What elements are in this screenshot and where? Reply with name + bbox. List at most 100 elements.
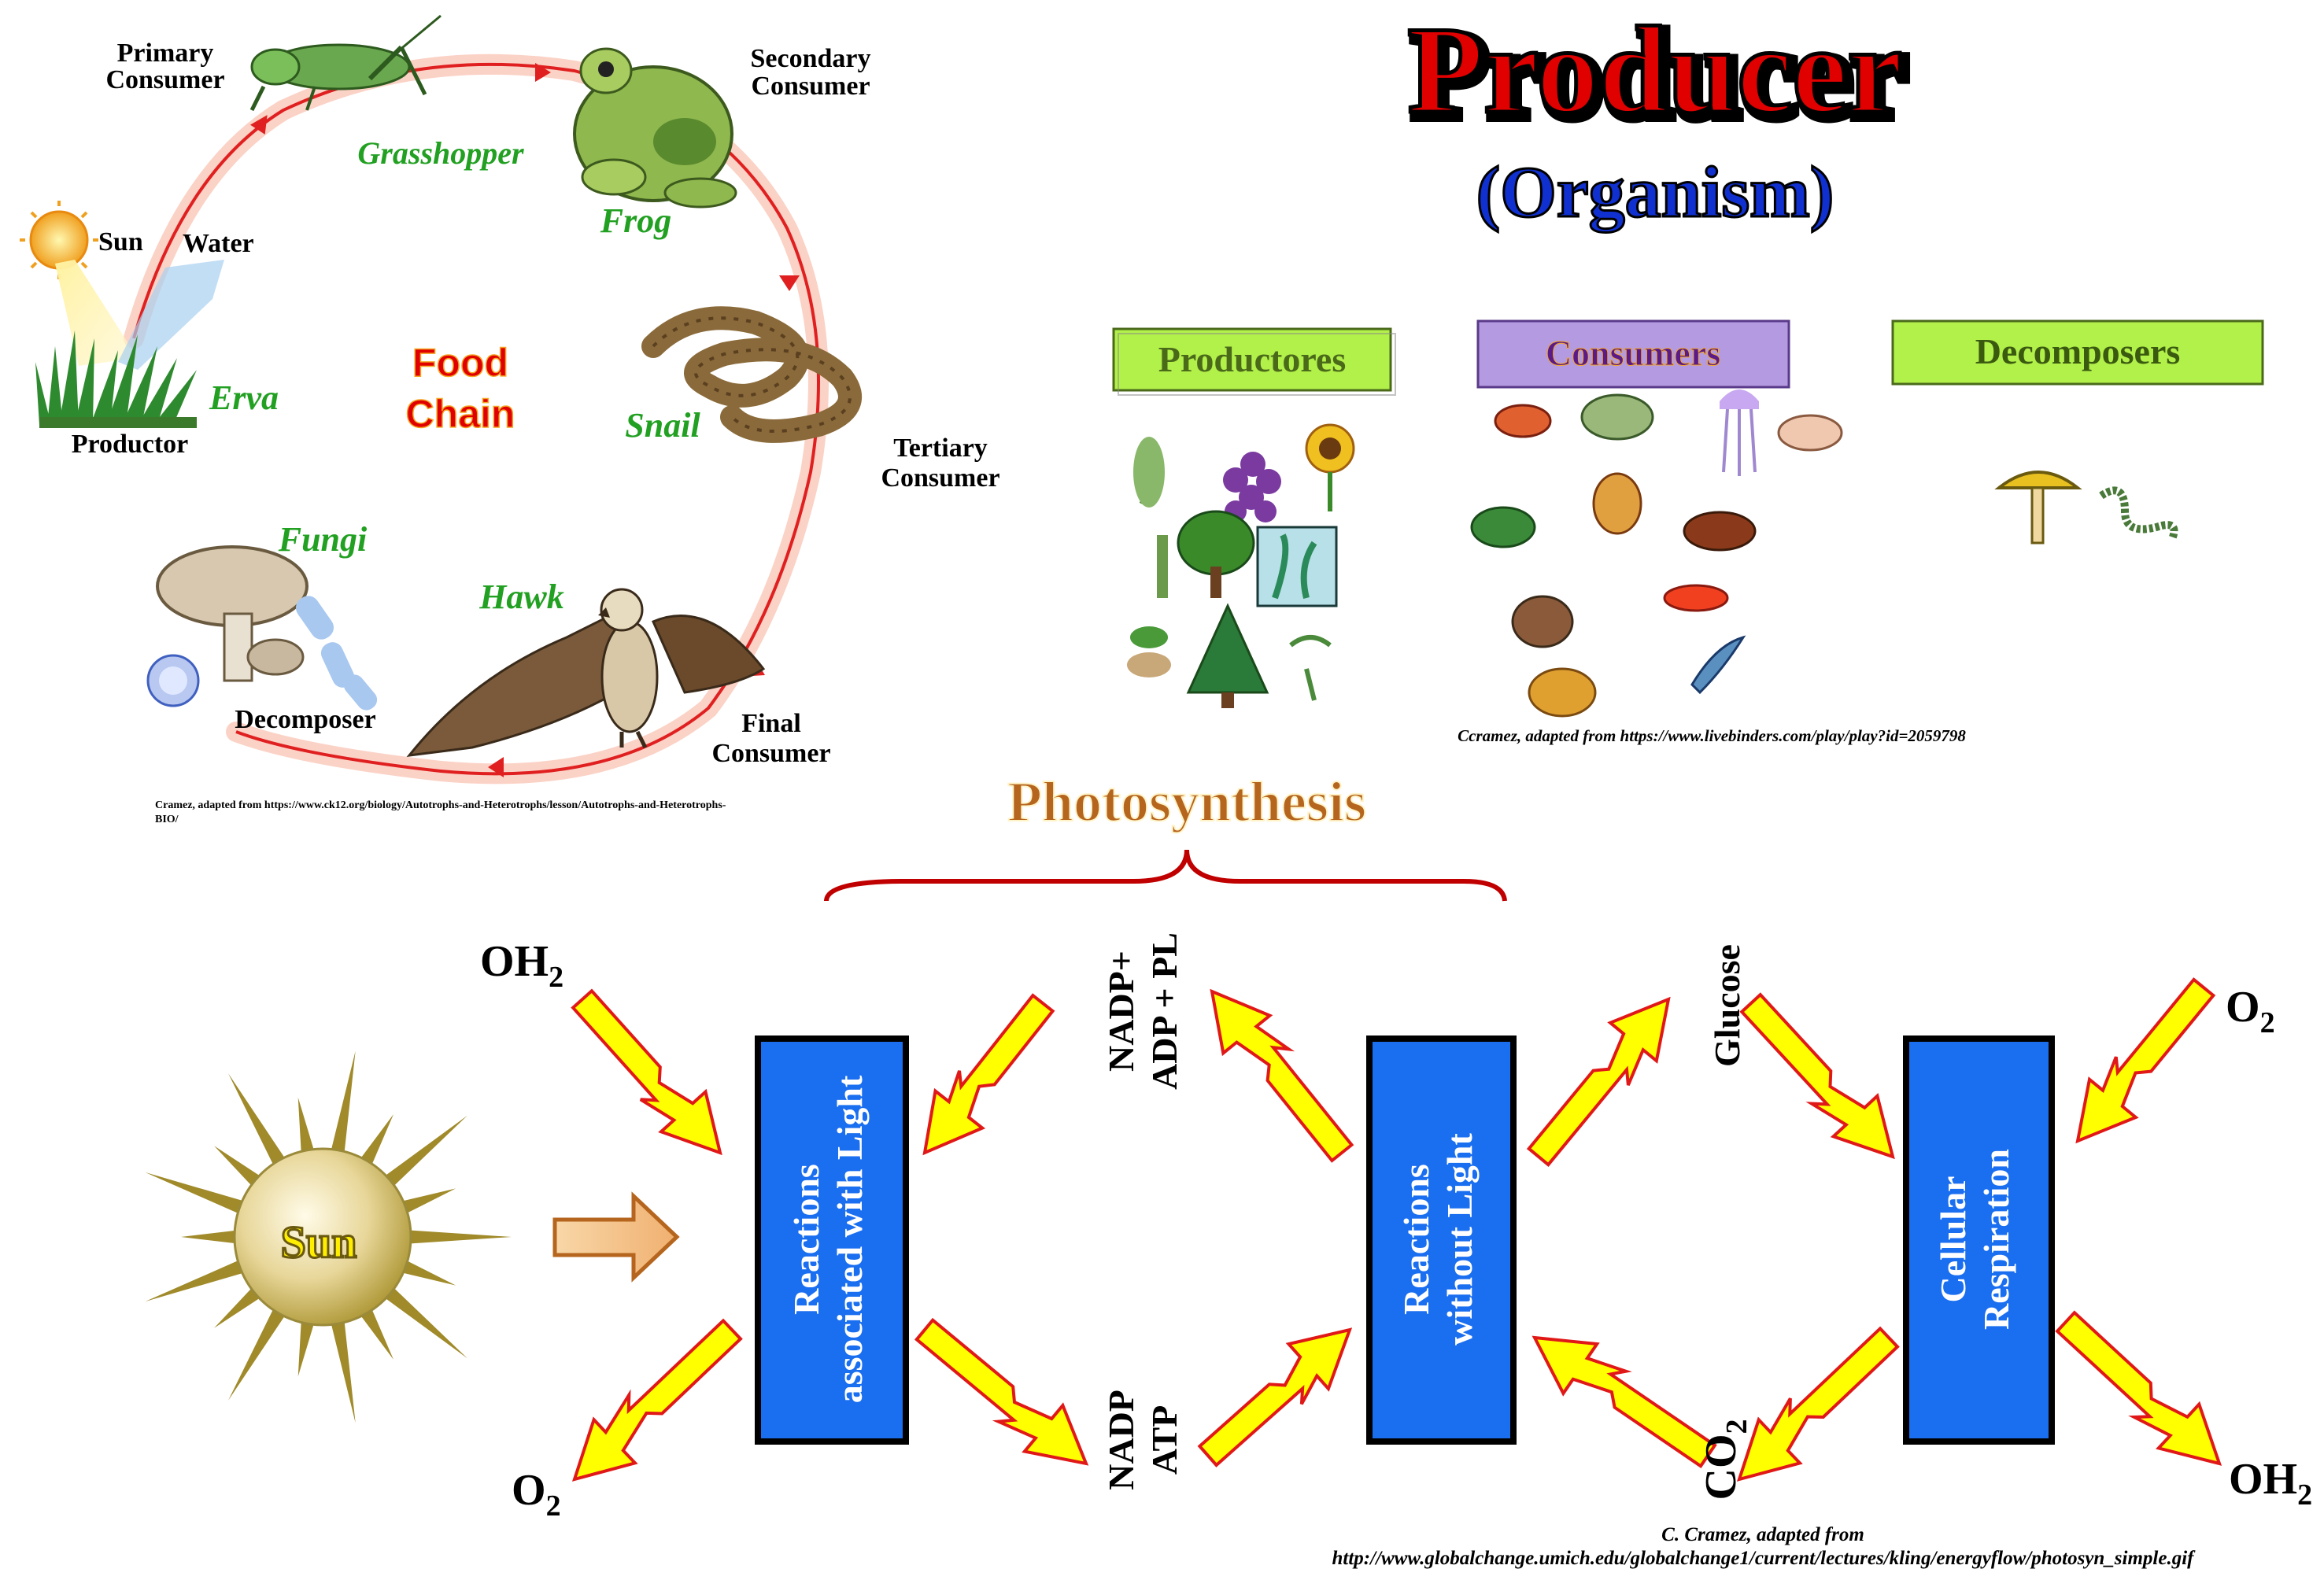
consumers-box bbox=[1476, 319, 1790, 389]
grasshopper-label: Grasshopper bbox=[357, 135, 524, 171]
sun-ray bbox=[330, 1050, 356, 1157]
sun-ray bbox=[357, 1305, 393, 1360]
dark-to-glucose-arrow bbox=[1526, 996, 1671, 1168]
sun-ray bbox=[214, 1284, 264, 1328]
nadp-plus-label: NADP+ bbox=[1101, 951, 1141, 1072]
photosynthesis-diagram: Photosynthesis Sun Reactions associated … bbox=[145, 770, 2312, 1569]
atp-label: ATP bbox=[1144, 1405, 1184, 1475]
sun-ray bbox=[397, 1258, 456, 1286]
decomposer-organisms-icon bbox=[1994, 471, 2178, 545]
food-chain-arrow-path bbox=[132, 62, 820, 776]
hawk-icon bbox=[406, 588, 766, 757]
erva-label: Erva bbox=[209, 378, 279, 417]
consumers-label: Consumers bbox=[1546, 333, 1720, 373]
nadp-label: NADP bbox=[1101, 1390, 1141, 1490]
ring-arrowhead bbox=[535, 63, 551, 82]
respiration-to-water-arrow bbox=[2055, 1310, 2222, 1466]
decomposers-label: Decomposers bbox=[1975, 331, 2181, 371]
final-consumer-label-2: Consumer bbox=[711, 739, 830, 768]
sun-ray bbox=[228, 1073, 288, 1169]
sunlight-arrow bbox=[552, 1191, 680, 1283]
grasshopper-icon bbox=[249, 14, 442, 112]
sun-ray bbox=[297, 1316, 316, 1377]
water-drops-icon bbox=[118, 260, 224, 370]
consumer-animals-icon bbox=[1470, 389, 1843, 718]
dark-reactions-label-2: without Light bbox=[1439, 1132, 1480, 1345]
sun-ray bbox=[228, 1305, 288, 1401]
sun-label: Sun bbox=[98, 227, 143, 257]
cellular-respiration-box bbox=[1903, 1035, 2055, 1445]
ring-arrowhead bbox=[779, 275, 800, 291]
cellular-respiration-label: Cellular bbox=[1933, 1176, 1973, 1303]
sun-ray bbox=[181, 1230, 241, 1244]
grass-icon bbox=[35, 330, 197, 428]
dark-to-nadp-plus-arrow bbox=[1210, 988, 1354, 1163]
secondary-consumer-label-2: Consumer bbox=[751, 72, 870, 101]
decomposer-label: Decomposer bbox=[235, 705, 375, 734]
atp-to-dark-arrow bbox=[1197, 1327, 1353, 1467]
food-chain-credit-2: BIO/ bbox=[155, 814, 179, 825]
food-chain-credit: Cramez, adapted from https://www.ck12.or… bbox=[155, 799, 726, 811]
oxygen-to-respiration-arrow bbox=[2075, 977, 2216, 1144]
sunlight-beam bbox=[55, 260, 138, 366]
cellular-respiration-label-2: Respiration bbox=[1976, 1149, 2016, 1330]
productores-label: Productores bbox=[1158, 339, 1347, 379]
fungi-icon bbox=[146, 545, 378, 711]
light-reactions-box bbox=[755, 1035, 909, 1445]
sun-ray bbox=[381, 1284, 467, 1359]
sun-ray bbox=[381, 1115, 467, 1190]
tertiary-consumer-label: Tertiary bbox=[893, 434, 988, 463]
food-chain-title-2: Chain bbox=[406, 392, 515, 436]
co2-to-dark-arrow bbox=[1531, 1335, 1717, 1468]
glucose-label: Glucose bbox=[1707, 944, 1747, 1067]
respiration-to-co2-arrow bbox=[1736, 1326, 1900, 1482]
snake-pattern bbox=[652, 316, 852, 433]
light-to-nadp-arrow bbox=[914, 1317, 1089, 1466]
food-chain-title: Food bbox=[412, 341, 508, 385]
category-panel: Productores Consumers Decomposers bbox=[1112, 319, 2264, 745]
photosynthesis-credit: C. Cramez, adapted from bbox=[1661, 1524, 1864, 1545]
secondary-consumer-label: Secondary bbox=[751, 44, 871, 73]
sun-ray bbox=[214, 1146, 264, 1190]
sun-ray bbox=[145, 1172, 248, 1216]
water-label: Water bbox=[183, 229, 254, 258]
food-chain-diagram: Primary Consumer Secondary Consumer Tert… bbox=[20, 14, 1000, 825]
sun-center-label: Sun bbox=[281, 1216, 357, 1268]
primary-consumer-label-2: Consumer bbox=[105, 65, 224, 94]
nadp-plus-to-light-arrow bbox=[922, 993, 1055, 1156]
photosynthesis-title: Photosynthesis bbox=[1007, 770, 1366, 833]
categories-credit: Ccramez, adapted from https://www.livebi… bbox=[1458, 726, 1966, 745]
ring-arrowhead bbox=[250, 115, 268, 135]
sun-ray bbox=[297, 1097, 316, 1157]
light-reactions-label: Reactions bbox=[786, 1164, 826, 1315]
sun-ray bbox=[405, 1230, 512, 1244]
page-title: Producer bbox=[1408, 2, 1903, 139]
fungi-label: Fungi bbox=[278, 520, 368, 559]
snail-label: Snail bbox=[625, 406, 700, 445]
sun-ray bbox=[397, 1188, 456, 1216]
flow-arrows bbox=[571, 977, 2222, 1482]
decomposers-box bbox=[1891, 319, 2264, 386]
glucose-to-respiration-arrow bbox=[1739, 992, 1895, 1160]
dark-reactions-label: Reactions bbox=[1396, 1164, 1436, 1315]
water-in-label: OH2 bbox=[480, 937, 563, 994]
frog-icon bbox=[573, 47, 737, 209]
water-out-label: OH2 bbox=[2229, 1455, 2312, 1512]
light-to-oxygen-arrow bbox=[571, 1318, 743, 1482]
big-sun-icon bbox=[145, 1050, 512, 1423]
hawk-label: Hawk bbox=[478, 578, 564, 616]
sun-ray bbox=[330, 1316, 356, 1423]
oxygen-out-label: O2 bbox=[512, 1466, 561, 1523]
producer-header: Producer Producer (Organism) bbox=[1406, 0, 1912, 234]
sun-ray bbox=[145, 1258, 248, 1302]
dark-reactions-box bbox=[1366, 1035, 1517, 1445]
ring-arrowhead bbox=[488, 757, 504, 777]
producer-plants-icon bbox=[1127, 423, 1355, 708]
primary-consumer-label: Primary bbox=[117, 39, 214, 68]
adp-pl-label: ADP + PL bbox=[1144, 932, 1184, 1090]
sun-ray bbox=[357, 1114, 393, 1169]
page-title-shadow: Producer bbox=[1413, 6, 1908, 144]
frog-label: Frog bbox=[600, 201, 671, 240]
oxygen-in-label: O2 bbox=[2226, 983, 2275, 1039]
